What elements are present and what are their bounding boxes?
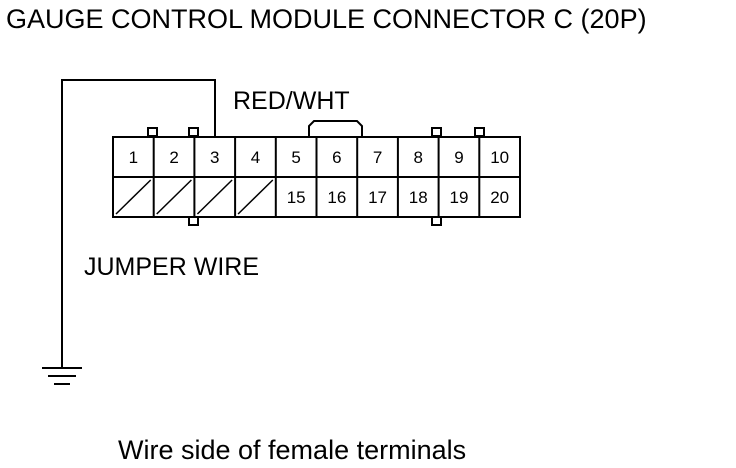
unused-cavity-hatch — [115, 179, 152, 215]
unused-cavity-hatch — [196, 179, 233, 215]
terminal-17: 17 — [368, 188, 387, 207]
terminal-9: 9 — [454, 148, 463, 167]
terminal-2: 2 — [169, 148, 178, 167]
terminal-16: 16 — [327, 188, 346, 207]
connector-lock-tab — [308, 120, 363, 136]
terminal-5: 5 — [291, 148, 300, 167]
ground-icon — [42, 367, 82, 385]
terminal-20: 20 — [490, 188, 509, 207]
terminal-8: 8 — [414, 148, 423, 167]
unused-cavity-hatch — [237, 179, 274, 215]
wire-color-label: RED/WHT — [233, 87, 350, 115]
jumper-wire-label: JUMPER WIRE — [84, 253, 259, 281]
diagram-caption: Wire side of female terminals — [118, 435, 467, 465]
terminal-15: 15 — [287, 188, 306, 207]
jumper-wire — [61, 79, 216, 368]
terminal-7: 7 — [373, 148, 382, 167]
terminal-19: 19 — [449, 188, 468, 207]
unused-cavities — [115, 179, 274, 215]
unused-cavity-hatch — [156, 179, 192, 215]
terminal-18: 18 — [409, 188, 428, 207]
connector-grid — [113, 137, 520, 217]
terminal-3: 3 — [210, 148, 219, 167]
bottom-row-terminals: 15 16 17 18 19 20 — [287, 188, 509, 207]
terminal-4: 4 — [251, 148, 260, 167]
terminal-1: 1 — [129, 148, 138, 167]
top-row-terminals: 1 2 3 4 5 6 7 8 9 10 — [129, 148, 509, 167]
diagram-title: GAUGE CONTROL MODULE CONNECTOR C (20P) — [6, 4, 647, 34]
terminal-6: 6 — [332, 148, 341, 167]
terminal-10: 10 — [490, 148, 509, 167]
